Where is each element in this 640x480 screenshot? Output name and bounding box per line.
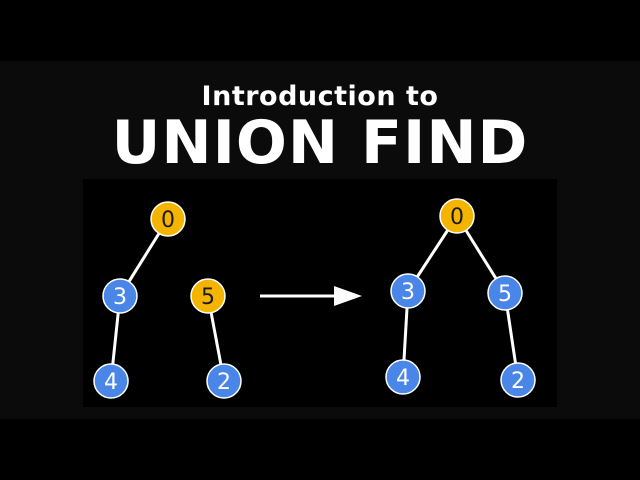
after-node-circle	[487, 275, 523, 311]
nodes-layer: 0 3 4 5 2 0 3 5 4 2	[93, 198, 536, 399]
arrow-layer	[260, 286, 362, 306]
right-arrow-icon	[334, 286, 362, 306]
after-node-label: 0	[450, 205, 464, 230]
after-node-label: 3	[401, 280, 415, 305]
page-title: UNION FIND	[111, 108, 529, 178]
before-node-2: 2	[206, 363, 242, 399]
before-node-3: 3	[102, 278, 138, 314]
after-node-circle	[385, 359, 421, 395]
before-node-label: 4	[104, 370, 118, 395]
after-node-label: 2	[511, 369, 525, 394]
before-node-4: 4	[93, 363, 129, 399]
after-node-label: 5	[498, 282, 512, 307]
after-node-3: 3	[390, 273, 426, 309]
before-node-circle	[206, 363, 242, 399]
subtitle: Introduction to	[201, 81, 439, 112]
before-node-5: 5	[190, 278, 226, 314]
edges-layer	[109, 215, 520, 382]
before-node-circle	[102, 278, 138, 314]
before-node-label: 5	[201, 285, 215, 310]
after-node-2: 2	[500, 362, 536, 398]
after-node-circle	[390, 273, 426, 309]
after-node-5: 5	[487, 275, 523, 311]
after-node-label: 4	[396, 366, 410, 391]
after-node-4: 4	[385, 359, 421, 395]
before-node-label: 2	[217, 370, 231, 395]
before-node-label: 3	[113, 285, 127, 310]
after-node-circle	[500, 362, 536, 398]
before-node-circle	[93, 363, 129, 399]
before-node-0: 0	[150, 201, 186, 237]
before-node-label: 0	[161, 208, 175, 233]
before-node-circle	[150, 201, 186, 237]
before-node-circle	[190, 278, 226, 314]
after-node-0: 0	[439, 198, 475, 234]
after-node-circle	[439, 198, 475, 234]
